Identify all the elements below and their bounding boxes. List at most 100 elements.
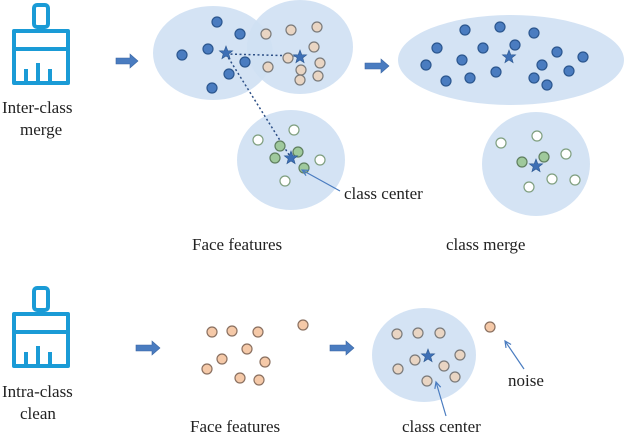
data-point (252, 134, 264, 146)
pointer-arrowhead (434, 380, 442, 390)
data-point (288, 124, 300, 136)
data-point (495, 137, 507, 149)
data-point (494, 21, 506, 33)
data-point (420, 59, 432, 71)
broom-icon (12, 286, 70, 368)
data-point (295, 64, 307, 76)
data-point (308, 41, 320, 53)
data-point (484, 321, 496, 333)
data-point (434, 327, 446, 339)
class-center-star (501, 49, 517, 64)
class-center-label-top: class center (344, 184, 423, 203)
data-point (252, 326, 264, 338)
data-point (523, 181, 535, 193)
data-point (234, 28, 246, 40)
data-point (206, 326, 218, 338)
pointer-line (435, 381, 447, 417)
data-point (211, 16, 223, 28)
data-point (563, 65, 575, 77)
data-point (262, 61, 274, 73)
class-center-label-bottom: class center (402, 417, 481, 436)
data-point (449, 371, 461, 383)
data-point (421, 375, 433, 387)
data-point (531, 130, 543, 142)
data-point (431, 42, 443, 54)
cluster-region (247, 0, 353, 94)
flow-arrow (135, 340, 161, 356)
data-point (234, 372, 246, 384)
data-point (241, 343, 253, 355)
class-center-star (528, 158, 544, 173)
data-point (314, 154, 326, 166)
data-point (392, 363, 404, 375)
data-point (536, 59, 548, 71)
data-point (292, 146, 304, 158)
data-point (456, 54, 468, 66)
data-point (311, 21, 323, 33)
data-point (223, 68, 235, 80)
pointer-arrowhead (504, 339, 512, 349)
flow-arrow (115, 53, 139, 69)
noise-label: noise (508, 371, 544, 390)
data-point (259, 356, 271, 368)
data-point (464, 72, 476, 84)
pointer-line (301, 169, 341, 192)
data-point (294, 74, 306, 86)
data-point (216, 353, 228, 365)
face-features-label-top: Face features (192, 235, 282, 254)
data-point (239, 56, 251, 68)
inter-class-label-line1: Inter-class (2, 98, 72, 117)
intra-class-label-line2: clean (20, 404, 56, 423)
data-point (528, 27, 540, 39)
data-point (201, 363, 213, 375)
flow-arrow (364, 58, 390, 74)
data-point (509, 39, 521, 51)
data-point (176, 49, 188, 61)
data-point (412, 327, 424, 339)
class-center-star (283, 150, 299, 165)
class-merge-label: class merge (446, 235, 525, 254)
data-point (546, 173, 558, 185)
data-point (516, 156, 528, 168)
data-point (459, 24, 471, 36)
data-point (226, 325, 238, 337)
data-point (569, 174, 581, 186)
data-point (477, 42, 489, 54)
inter-class-label-line2: merge (20, 120, 62, 139)
data-point (391, 328, 403, 340)
class-center-star (292, 49, 308, 64)
data-point (438, 360, 450, 372)
broom-icon (12, 3, 70, 85)
data-point (528, 72, 540, 84)
flow-arrow (329, 340, 355, 356)
data-point (314, 57, 326, 69)
face-features-label-bottom: Face features (190, 417, 280, 436)
pointer-line (504, 340, 525, 370)
data-point (269, 152, 281, 164)
data-point (440, 75, 452, 87)
intra-class-label-line1: Intra-class (2, 382, 73, 401)
class-center-star (218, 45, 234, 60)
class-center-star (420, 348, 436, 363)
data-point (541, 79, 553, 91)
diagram-shapes (115, 0, 624, 417)
data-point (312, 70, 324, 82)
pointer-arrowhead (300, 169, 310, 177)
data-point (490, 66, 502, 78)
data-point (282, 52, 294, 64)
data-point (260, 28, 272, 40)
data-point (551, 46, 563, 58)
data-point (454, 349, 466, 361)
data-point (409, 354, 421, 366)
data-point (274, 140, 286, 152)
data-point (297, 319, 309, 331)
data-point (206, 82, 218, 94)
data-point (560, 148, 572, 160)
data-point (279, 175, 291, 187)
data-point (538, 151, 550, 163)
data-point (285, 24, 297, 36)
data-point (577, 51, 589, 63)
data-point (202, 43, 214, 55)
data-point (253, 374, 265, 386)
